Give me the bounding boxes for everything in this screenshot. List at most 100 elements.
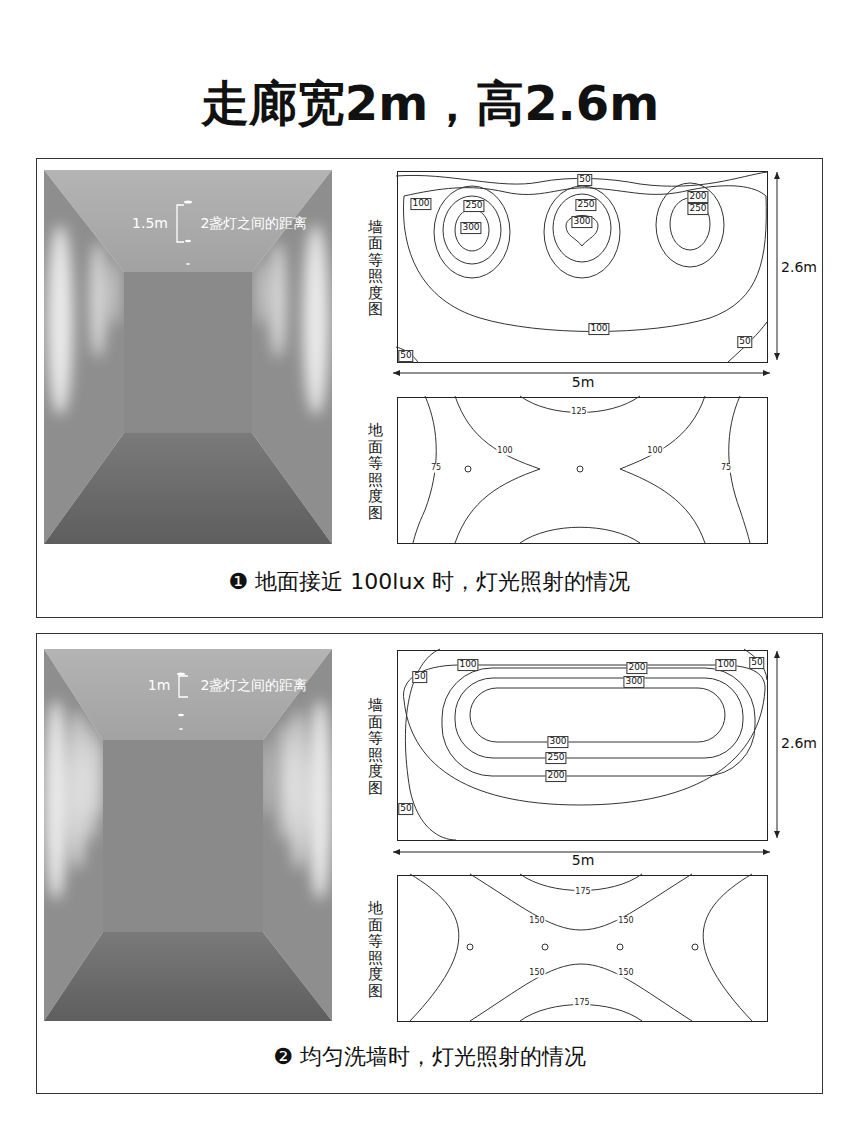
art-g (47, 225, 120, 415)
dimension-lines (393, 172, 777, 852)
art-circle (577, 466, 583, 472)
art-ellipse (177, 672, 185, 675)
contour-value: 250 (463, 200, 484, 212)
art-path (520, 527, 640, 543)
dimension-label: 2盏灯之间的距离 (201, 678, 308, 693)
dimension-label: 2.6m (779, 736, 819, 751)
contour-value: 75 (430, 464, 442, 473)
contour-value: 50 (398, 350, 413, 362)
dimension-label: 1m (148, 678, 171, 693)
art-g (44, 700, 104, 900)
contour-value: 100 (410, 198, 431, 210)
contour-value: 100 (496, 447, 513, 456)
art-g (262, 700, 332, 900)
contour-value: 75 (720, 464, 732, 473)
contour-value: 50 (398, 803, 413, 815)
wall-contours (396, 172, 767, 362)
art-path (179, 676, 188, 697)
art-ellipse (44, 700, 68, 900)
art-ellipse (270, 242, 286, 358)
art-path (396, 347, 418, 362)
art-ellipse (544, 186, 620, 278)
art-ellipse (186, 263, 190, 265)
art-path (455, 396, 540, 543)
art-ellipse (308, 700, 332, 900)
dimension-label: 2盏灯之间的距离 (201, 216, 308, 231)
floor-contours (410, 874, 752, 1021)
art-circle (465, 466, 471, 472)
art-polygon (44, 433, 332, 544)
contour-value: 250 (545, 752, 566, 764)
art-ellipse (656, 183, 724, 267)
art-ellipse (278, 722, 290, 842)
art-ellipse (90, 242, 106, 358)
art-rect (455, 678, 743, 758)
contour-value: 175 (573, 999, 590, 1008)
corridor-render (44, 170, 332, 544)
contour-value: 50 (412, 671, 427, 683)
art-circle (617, 944, 623, 950)
contour-value: 150 (617, 969, 634, 978)
contour-value: 150 (528, 917, 545, 926)
art-ellipse (96, 738, 104, 818)
art-polygon (103, 740, 263, 932)
contour-value: 200 (626, 662, 647, 674)
art-ellipse (179, 728, 183, 730)
contour-value: 300 (623, 676, 644, 688)
art-ellipse (670, 198, 710, 250)
art-circle (542, 944, 548, 950)
art-ellipse (185, 240, 191, 242)
art-ellipse (70, 710, 86, 870)
art-path (177, 205, 184, 242)
art-ellipse (256, 258, 266, 326)
contour-value: 200 (545, 770, 566, 782)
art-polygon (124, 272, 252, 433)
floor-contours (413, 396, 750, 543)
contour-value: 125 (570, 408, 587, 417)
contour-value: 100 (588, 323, 609, 335)
art-path (703, 874, 752, 1021)
contour-value: 250 (575, 199, 596, 211)
art-ellipse (262, 738, 270, 818)
dimension-label: 5m (570, 853, 597, 868)
art-ellipse (455, 209, 489, 251)
contour-value: 150 (617, 917, 634, 926)
chart-heading: 墙面等照度图 (368, 697, 383, 796)
contour-value: 100 (715, 659, 736, 671)
art-rect (470, 688, 725, 742)
art-circle (692, 944, 698, 950)
contour-value: 100 (646, 447, 663, 456)
dimension-label: 2.6m (779, 260, 819, 275)
panel-caption: ❷ 均匀洗墙时，灯光照射的情况 (37, 1042, 822, 1072)
contour-value: 50 (737, 336, 752, 348)
art-path (403, 665, 765, 805)
figure-panel: ❷ 均匀洗墙时，灯光照射的情况墙面等照度图地面等照度图 (36, 633, 823, 1094)
contour-value: 100 (457, 659, 478, 671)
art-ellipse (184, 200, 192, 203)
wall-contours (403, 649, 767, 840)
chart-heading: 地面等照度图 (368, 422, 383, 521)
art-path (620, 396, 705, 543)
page-title: 走廊宽2m，高2.6m (0, 72, 860, 136)
isolux-chart: 墙面等照度图 (397, 650, 768, 841)
art-ellipse (434, 186, 510, 278)
art-line (393, 373, 770, 374)
art-path (728, 322, 767, 362)
contour-value: 250 (687, 203, 708, 215)
contour-value: 300 (547, 736, 568, 748)
dimension-label: 5m (570, 375, 597, 390)
contour-value: 150 (528, 969, 545, 978)
art-path (410, 874, 459, 1021)
chart-heading: 地面等照度图 (368, 900, 383, 999)
dimension-label: 1.5m (132, 216, 168, 231)
art-ellipse (110, 258, 120, 326)
contour-value: 300 (571, 216, 592, 228)
contour-value: 50 (577, 174, 592, 186)
contour-value: 300 (460, 222, 481, 234)
contour-value: 50 (749, 657, 764, 669)
art-path (470, 874, 692, 930)
art-ellipse (290, 710, 306, 870)
contour-value: 175 (574, 888, 591, 897)
contour-value: 200 (687, 191, 708, 203)
art-ellipse (553, 194, 611, 262)
